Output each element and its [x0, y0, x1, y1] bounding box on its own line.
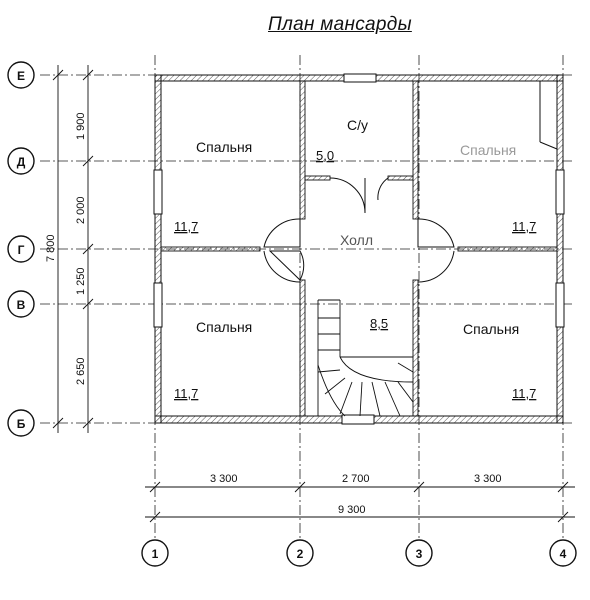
- room-name-bedroom-top-left: Спальня: [196, 139, 252, 155]
- axis-label-D: Д: [17, 155, 26, 169]
- room-area-bedroom-bottom-right: 11,7: [512, 386, 536, 401]
- closet-outline: [539, 81, 558, 150]
- vertical-dimensions: [52, 65, 94, 433]
- dim-v-total: 7 800: [45, 234, 57, 262]
- horizontal-dimensions: [145, 481, 575, 523]
- dim-v-1: 1 900: [75, 112, 87, 140]
- dim-h-total: 9 300: [338, 504, 366, 516]
- room-name-bedroom-top-right: Спальня: [460, 142, 516, 158]
- dim-h-1: 3 300: [210, 473, 238, 485]
- plan-title: План мансарды: [268, 14, 412, 35]
- windows: [153, 73, 565, 425]
- room-area-hall: 8,5: [370, 316, 388, 331]
- dim-v-2: 2 000: [75, 196, 87, 224]
- dim-v-4: 2 650: [75, 357, 87, 385]
- axis-label-1: 1: [152, 547, 159, 561]
- room-name-bathroom: С/у: [347, 117, 368, 133]
- door-swings: [263, 177, 455, 283]
- axis-label-4: 4: [560, 547, 567, 561]
- dim-h-3: 3 300: [474, 473, 502, 485]
- dim-h-2: 2 700: [342, 473, 370, 485]
- room-area-bedroom-top-right: 11,7: [512, 219, 536, 234]
- room-name-hall: Холл: [340, 232, 373, 248]
- axis-grid: [40, 55, 575, 540]
- axis-label-2: 2: [297, 547, 304, 561]
- axis-label-V: В: [17, 298, 26, 312]
- staircase: [317, 299, 414, 417]
- axis-label-E: Е: [17, 69, 25, 83]
- column-axis-markers: [141, 539, 577, 567]
- axis-label-3: 3: [416, 547, 423, 561]
- row-axis-markers: [7, 61, 35, 437]
- room-name-bedroom-bottom-right: Спальня: [463, 321, 519, 337]
- room-area-bedroom-top-left: 11,7: [174, 219, 198, 234]
- axis-label-B: Б: [17, 417, 26, 431]
- dim-v-3: 1 250: [75, 267, 87, 295]
- room-area-bathroom: 5,0: [316, 148, 334, 163]
- room-area-bedroom-bottom-left: 11,7: [174, 386, 198, 401]
- axis-label-G: Г: [18, 243, 25, 257]
- room-name-bedroom-bottom-left: Спальня: [196, 319, 252, 335]
